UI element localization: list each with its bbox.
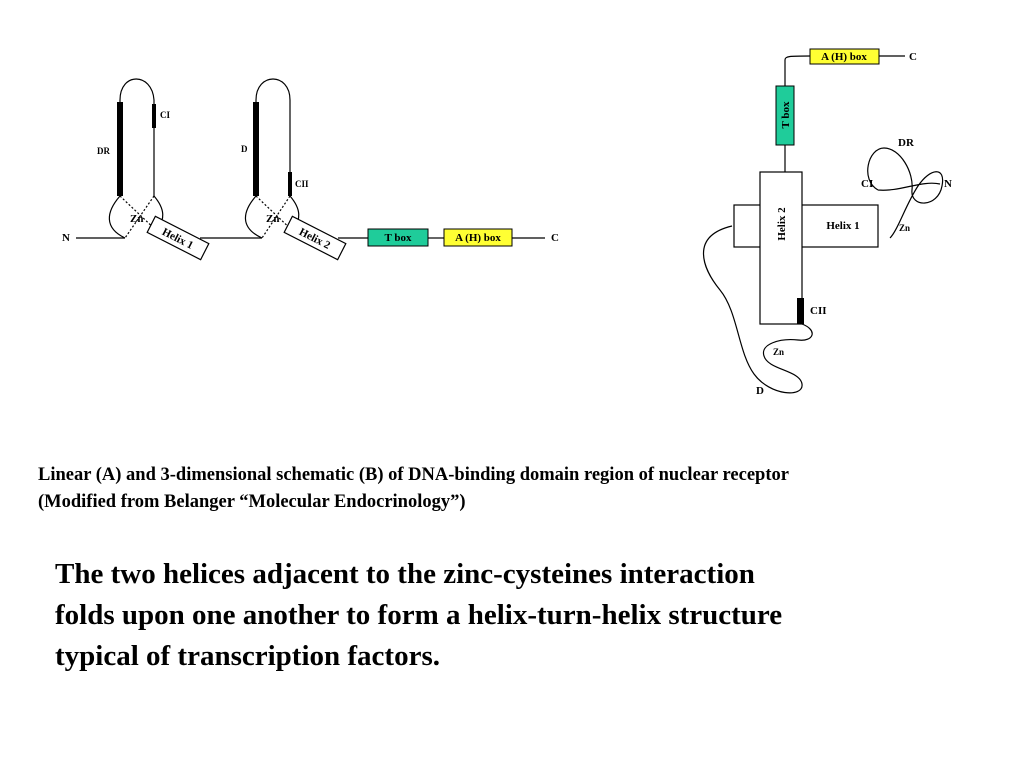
helix-1-3d-box <box>733 204 879 248</box>
dr-bar <box>117 102 123 196</box>
helix-1-box: Helix 1 <box>146 215 210 261</box>
linear-t-box <box>367 228 429 247</box>
three-d-d-label: D <box>756 385 764 397</box>
linear-dr-label: DR <box>97 146 110 156</box>
zinc-finger-1-left-arm <box>108 195 126 239</box>
linear-cii-label: CII <box>295 179 309 189</box>
three-d-cii-label: CII <box>810 305 827 317</box>
zinc-finger-1-loop <box>119 78 155 196</box>
three-d-zn-bottom-label: Zn <box>773 347 784 357</box>
zinc-finger-2-coordination <box>255 195 295 239</box>
three-d-helix-2-label: Helix 2 <box>776 207 788 241</box>
d-bar <box>253 102 259 196</box>
three-d-cii-bar <box>797 298 804 324</box>
chain-t-to-a <box>784 55 811 86</box>
three-d-schematic <box>703 55 944 394</box>
bottom-loop <box>703 225 813 394</box>
three-d-n-label: N <box>944 178 952 190</box>
linear-ci-label: CI <box>160 110 170 120</box>
explanation-line-2: folds upon one another to form a helix-t… <box>55 599 783 631</box>
caption-line-1: Linear (A) and 3-dimensional schematic (… <box>38 465 789 485</box>
dna-binding-domain-diagram: Helix 1 Helix 2 T box A (H) box N C DR C… <box>62 48 952 397</box>
zinc-finger-2-loop <box>255 78 291 196</box>
three-d-ci-label: CI <box>861 178 873 190</box>
three-d-a-box-label: A (H) box <box>821 51 867 63</box>
caption-line-2: (Modified from Belanger “Molecular Endoc… <box>38 492 466 512</box>
ci-bar <box>152 104 156 128</box>
three-d-t-box-label: T box <box>780 101 792 129</box>
linear-c-label: C <box>551 232 559 244</box>
three-d-t-box <box>775 85 795 146</box>
three-d-zn-right-label: Zn <box>899 223 910 233</box>
three-d-c-label: C <box>909 51 917 63</box>
zinc-finger-1-coordination <box>119 195 159 239</box>
figure-caption: Linear (A) and 3-dimensional schematic (… <box>38 462 998 516</box>
helix-2-box: Helix 2 <box>283 215 347 261</box>
three-d-dr-label: DR <box>898 137 915 149</box>
three-d-helix-1-label: Helix 1 <box>826 220 859 232</box>
three-d-a-box <box>809 48 880 65</box>
linear-a-box <box>443 228 513 247</box>
dr-loop <box>867 147 944 239</box>
explanation-line-1: The two helices adjacent to the zinc-cys… <box>55 558 755 590</box>
helix-2-3d-box <box>759 171 803 325</box>
zinc-finger-2-left-arm <box>244 195 263 239</box>
linear-schematic <box>76 78 545 239</box>
linear-zn1-label: Zn <box>130 213 143 225</box>
explanation-line-3: typical of transcription factors. <box>55 640 440 672</box>
linear-n-label: N <box>62 232 70 244</box>
linear-zn2-label: Zn <box>266 213 279 225</box>
cii-bar <box>288 172 292 196</box>
explanation-text: The two helices adjacent to the zinc-cys… <box>55 554 995 677</box>
linear-a-box-label: A (H) box <box>455 232 501 244</box>
linear-d-label: D <box>241 144 248 154</box>
linear-t-box-label: T box <box>384 232 412 244</box>
